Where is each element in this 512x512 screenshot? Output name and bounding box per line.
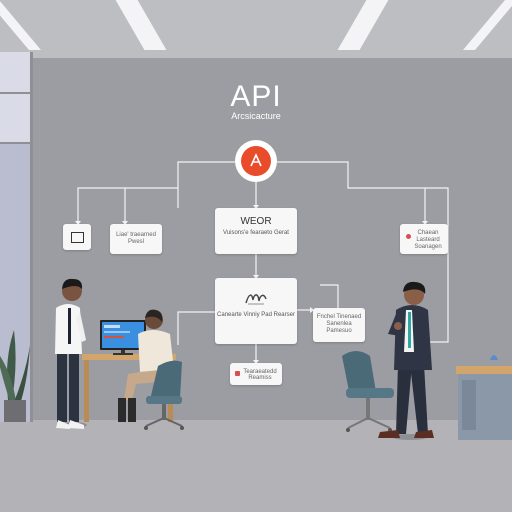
center-top-card: WEOR Vuisons'e fearaeto Gerat <box>215 208 297 254</box>
ceiling <box>0 0 512 62</box>
left-text-card: Liae' traearned Pwesl <box>110 224 162 254</box>
status-square-icon <box>235 371 240 376</box>
center-top-card-heading: WEOR <box>240 216 272 227</box>
api-node <box>235 140 277 182</box>
standing-man-left <box>55 278 87 429</box>
bottom-card: Tearaeatedd Reamiss <box>230 363 282 385</box>
standing-man-right <box>378 281 434 440</box>
mid-right-card-text: Fnchel Tinenaed Sanenlea Pamesuo <box>316 314 362 334</box>
right-card-text: Chaean Lasteard Soanagen <box>414 230 442 250</box>
mid-right-card: Fnchel Tinenaed Sanenlea Pamesuo <box>313 308 365 342</box>
frame-icon <box>71 232 84 243</box>
diagram-subtitle: Arcsicacture <box>231 111 281 121</box>
center-top-card-text: Vuisons'e fearaeto Gerat <box>223 230 289 236</box>
center-card-text: Canearte Vinniy Pad Rearser <box>217 312 295 318</box>
left-icon-card <box>63 224 91 250</box>
status-dot-icon <box>406 234 411 239</box>
center-card: Canearte Vinniy Pad Rearser <box>215 278 297 344</box>
office-chair-left <box>144 360 184 430</box>
doodle-logo-icon <box>245 294 267 305</box>
side-desk <box>456 355 512 440</box>
diagram-title: API <box>230 80 282 113</box>
bottom-card-text: Tearaeatedd Reamiss <box>243 369 277 381</box>
seated-person <box>118 309 174 422</box>
office-chair-right <box>342 351 394 432</box>
right-card: Chaean Lasteard Soanagen <box>400 224 448 254</box>
plant-icon <box>0 330 30 422</box>
monitor-icon <box>100 320 146 355</box>
api-logo-icon <box>250 153 262 167</box>
left-text-card-text: Liae' traearned Pwesl <box>116 232 156 245</box>
